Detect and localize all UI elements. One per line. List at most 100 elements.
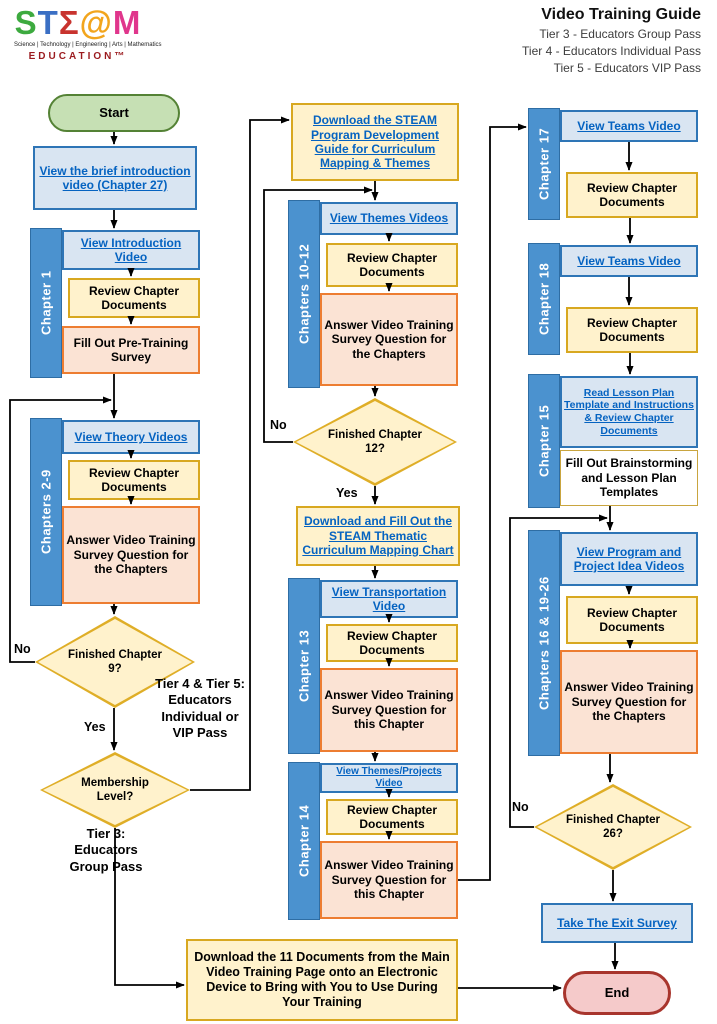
chapter13-review-label: Review Chapter Documents bbox=[346, 628, 438, 657]
chapters10-12-survey-label: Answer Video Training Survey Question fo… bbox=[324, 317, 454, 361]
chapter13-label: Chapter 13 bbox=[296, 629, 312, 703]
exit-survey-link[interactable]: Take The Exit Survey bbox=[541, 903, 693, 943]
tier5-line: Tier 5 - Educators VIP Pass bbox=[553, 61, 701, 75]
chapter18-video-label[interactable]: View Teams Video bbox=[577, 253, 681, 268]
chapters2-9-survey-step: Answer Video Training Survey Question fo… bbox=[62, 506, 200, 604]
chapters2-9-survey-label: Answer Video Training Survey Question fo… bbox=[66, 533, 196, 577]
decision-membership-level: Membership Level? bbox=[40, 752, 190, 828]
chapters16-19-26-review-step: Review Chapter Documents bbox=[566, 596, 698, 644]
title-block: Video Training Guide Tier 3 - Educators … bbox=[522, 6, 701, 77]
chapter18-sidebar: Chapter 18 bbox=[528, 243, 560, 355]
decision-membership-level-inner: Membership Level? bbox=[43, 755, 187, 825]
chapters10-12-video-link[interactable]: View Themes Videos bbox=[320, 202, 458, 235]
tier3-line: Tier 3 - Educators Group Pass bbox=[539, 27, 701, 41]
page-title: Video Training Guide bbox=[541, 6, 701, 23]
download-guide-label[interactable]: Download the STEAM Program Development G… bbox=[310, 113, 440, 171]
chapter18-video-link[interactable]: View Teams Video bbox=[560, 245, 698, 277]
download-mapping-chart-link[interactable]: Download and Fill Out the STEAM Thematic… bbox=[296, 506, 460, 566]
tier4-line: Tier 4 - Educators Individual Pass bbox=[522, 44, 701, 58]
chapter17-video-label[interactable]: View Teams Video bbox=[577, 118, 681, 133]
chapter18-review-label: Review Chapter Documents bbox=[586, 315, 678, 344]
chapter1-review-label: Review Chapter Documents bbox=[88, 283, 180, 312]
chapters2-9-review-label: Review Chapter Documents bbox=[88, 465, 180, 494]
chapters10-12-review-step: Review Chapter Documents bbox=[326, 243, 458, 287]
decision-finished-chapter26-inner: Finished Chapter 26? bbox=[537, 787, 689, 867]
logo-letter-at: @ bbox=[79, 4, 113, 41]
chapters10-12-sidebar: Chapters 10-12 bbox=[288, 200, 320, 388]
brief-intro-label[interactable]: View the brief introduction video (Chapt… bbox=[39, 163, 191, 192]
chapters10-12-video-label[interactable]: View Themes Videos bbox=[329, 211, 449, 226]
tier3-note: Tier 3: Educators Group Pass bbox=[69, 826, 143, 874]
chapter15-label: Chapter 15 bbox=[536, 404, 552, 478]
chapter14-review-step: Review Chapter Documents bbox=[326, 799, 458, 835]
end-label: End bbox=[604, 985, 630, 1001]
chapter26-no-label: No bbox=[512, 800, 529, 814]
chapters10-12-label: Chapters 10-12 bbox=[296, 243, 312, 345]
tier45-note: Tier 4 & Tier 5: Educators Individual or… bbox=[155, 676, 245, 740]
decision-finished-chapter26-label: Finished Chapter 26? bbox=[566, 813, 660, 840]
end-node: End bbox=[563, 971, 671, 1015]
chapter13-video-link[interactable]: View Transportation Video bbox=[320, 580, 458, 618]
chapter15-read-label[interactable]: Read Lesson Plan Template and Instructio… bbox=[564, 386, 694, 437]
chapters10-12-survey-step: Answer Video Training Survey Question fo… bbox=[320, 293, 458, 386]
chapter13-survey-label: Answer Video Training Survey Question fo… bbox=[324, 688, 454, 732]
chapter13-video-label[interactable]: View Transportation Video bbox=[331, 584, 447, 613]
chapters16-19-26-review-label: Review Chapter Documents bbox=[586, 605, 678, 634]
chapter14-review-label: Review Chapter Documents bbox=[346, 802, 438, 831]
steam-logo: STΣ@M Science | Technology | Engineering… bbox=[14, 4, 162, 62]
chapter15-sidebar: Chapter 15 bbox=[528, 374, 560, 508]
chapters16-19-26-video-link[interactable]: View Program and Project Idea Videos bbox=[560, 532, 698, 586]
exit-survey-label[interactable]: Take The Exit Survey bbox=[557, 915, 677, 930]
chapter9-no-label: No bbox=[14, 642, 31, 656]
chapter12-yes-label: Yes bbox=[336, 486, 358, 500]
decision-finished-chapter26: Finished Chapter 26? bbox=[534, 784, 692, 870]
logo-tagline: Science | Technology | Engineering | Art… bbox=[14, 41, 162, 48]
logo-letter-m: M bbox=[112, 4, 142, 41]
chapters16-19-26-sidebar: Chapters 16 & 19-26 bbox=[528, 530, 560, 756]
brief-intro-link[interactable]: View the brief introduction video (Chapt… bbox=[33, 146, 197, 210]
decision-finished-chapter9-label: Finished Chapter 9? bbox=[68, 648, 162, 675]
chapter14-video-link[interactable]: View Themes/Projects Video bbox=[320, 763, 458, 793]
chapter1-survey-label: Fill Out Pre-Training Survey bbox=[73, 335, 189, 364]
chapters2-9-label: Chapters 2-9 bbox=[38, 469, 54, 555]
download-documents-step: Download the 11 Documents from the Main … bbox=[186, 939, 458, 1021]
chapter14-video-label[interactable]: View Themes/Projects Video bbox=[336, 766, 442, 789]
logo-brand: EDUCATION™ bbox=[28, 50, 128, 62]
chapter18-label: Chapter 18 bbox=[536, 262, 552, 336]
chapter17-sidebar: Chapter 17 bbox=[528, 108, 560, 220]
decision-finished-chapter12-label: Finished Chapter 12? bbox=[328, 428, 422, 455]
logo-letter-s: S bbox=[14, 4, 38, 41]
download-guide-link[interactable]: Download the STEAM Program Development G… bbox=[291, 103, 459, 181]
chapters16-19-26-label: Chapters 16 & 19-26 bbox=[536, 576, 552, 710]
arrow-ch14-to-ch17 bbox=[458, 123, 527, 881]
chapter1-review-step: Review Chapter Documents bbox=[68, 278, 200, 318]
chapter14-survey-label: Answer Video Training Survey Question fo… bbox=[324, 858, 454, 902]
chapters16-19-26-survey-step: Answer Video Training Survey Question fo… bbox=[560, 650, 698, 754]
chapter18-review-step: Review Chapter Documents bbox=[566, 307, 698, 353]
chapter15-fill-step: Fill Out Brainstorming and Lesson Plan T… bbox=[560, 450, 698, 506]
download-mapping-chart-label[interactable]: Download and Fill Out the STEAM Thematic… bbox=[302, 514, 454, 558]
logo-letter-t: T bbox=[37, 4, 59, 41]
start-node: Start bbox=[48, 94, 180, 132]
chapter13-survey-step: Answer Video Training Survey Question fo… bbox=[320, 668, 458, 752]
chapters16-19-26-video-label[interactable]: View Program and Project Idea Videos bbox=[573, 544, 685, 573]
decision-membership-level-label: Membership Level? bbox=[81, 776, 149, 803]
chapter1-video-label[interactable]: View Introduction Video bbox=[80, 235, 182, 264]
chapter14-sidebar: Chapter 14 bbox=[288, 762, 320, 920]
logo-letter-sigma: Σ bbox=[58, 4, 80, 41]
chapter1-video-link[interactable]: View Introduction Video bbox=[62, 230, 200, 270]
decision-finished-chapter12-inner: Finished Chapter 12? bbox=[296, 401, 454, 483]
decision-finished-chapter12: Finished Chapter 12? bbox=[293, 398, 457, 486]
logo-letters: STΣ@M bbox=[14, 4, 142, 41]
chapter17-video-link[interactable]: View Teams Video bbox=[560, 110, 698, 142]
chapters2-9-video-link[interactable]: View Theory Videos bbox=[62, 420, 200, 454]
chapters2-9-review-step: Review Chapter Documents bbox=[68, 460, 200, 500]
chapter17-review-step: Review Chapter Documents bbox=[566, 172, 698, 218]
chapter12-no-label: No bbox=[270, 418, 287, 432]
chapter9-yes-label: Yes bbox=[84, 720, 106, 734]
chapter1-label: Chapter 1 bbox=[38, 270, 54, 336]
chapters2-9-video-label[interactable]: View Theory Videos bbox=[74, 429, 188, 444]
chapter14-survey-step: Answer Video Training Survey Question fo… bbox=[320, 841, 458, 919]
chapter15-read-link[interactable]: Read Lesson Plan Template and Instructio… bbox=[560, 376, 698, 448]
